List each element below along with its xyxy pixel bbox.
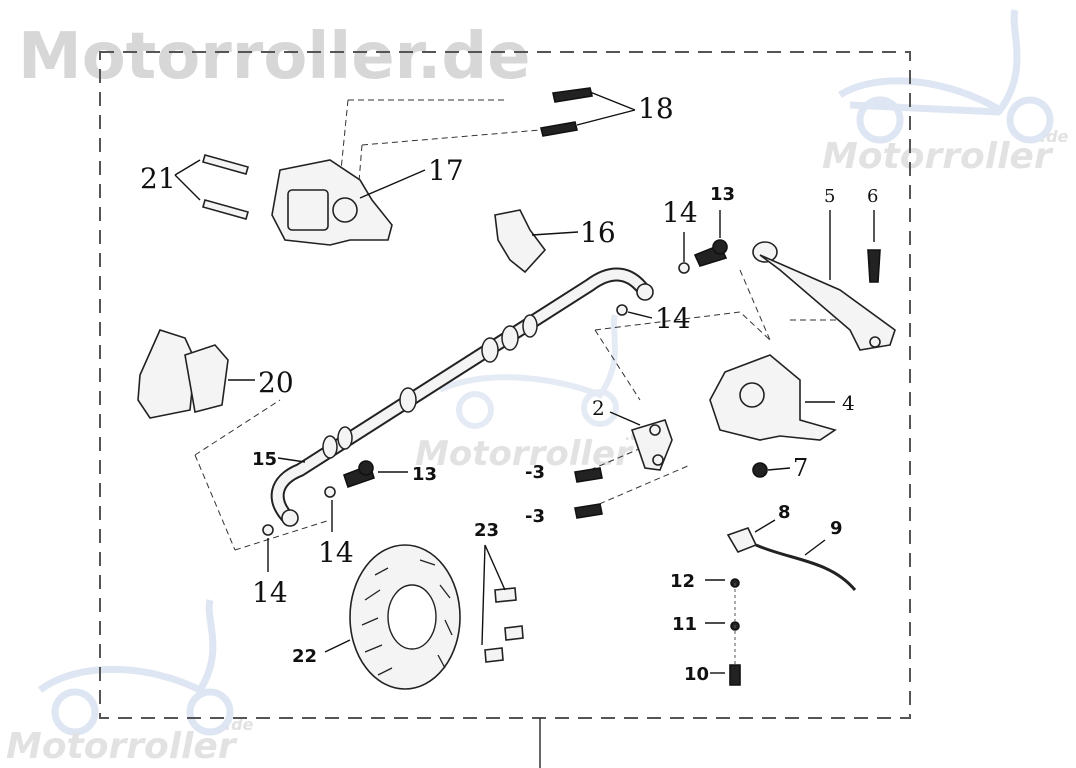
label-part-21: 21 xyxy=(140,162,176,195)
label-part-14-top: 14 xyxy=(662,196,698,229)
label-part-17: 17 xyxy=(428,154,464,187)
part-7-nut xyxy=(752,462,791,478)
watermark-scooter-logo-bottom-left xyxy=(37,599,234,736)
label-part-12: 12 xyxy=(670,571,695,592)
part-23-disc-bolts xyxy=(481,544,524,663)
part-number-labels: 21 17 18 16 14 13 5 6 14 20 2 4 15 13 -3… xyxy=(140,92,878,685)
diagram-frame xyxy=(99,51,911,768)
part-8-brake-switch xyxy=(726,519,776,553)
label-part-13-bottom: 13 xyxy=(412,464,437,485)
label-part-5: 5 xyxy=(824,186,835,207)
watermark-bottom-left-suffix: .de xyxy=(225,715,254,734)
label-part-20: 20 xyxy=(258,366,294,399)
part-2-clamp xyxy=(609,411,673,471)
watermark-top-right-suffix: .de xyxy=(1040,127,1069,146)
part-6-pivot-screw xyxy=(867,210,881,283)
part-3-clamp-bolts xyxy=(574,467,603,519)
part-20-brake-pads xyxy=(137,329,255,419)
part-22-brake-disc xyxy=(324,544,461,690)
watermark-scooter-logo-top-right xyxy=(838,9,1054,144)
part-4-master-cylinder xyxy=(709,354,837,441)
label-part-3-upper: -3 xyxy=(525,462,545,483)
label-part-8: 8 xyxy=(778,502,791,523)
part-13-banjo-bolts xyxy=(342,210,728,489)
label-part-13-top: 13 xyxy=(710,184,735,205)
watermark-top-right: Motorroller xyxy=(822,136,1054,177)
label-part-14-bottom: 14 xyxy=(252,576,288,609)
part-21-caliper-bolts xyxy=(174,154,249,220)
label-part-22: 22 xyxy=(292,646,317,667)
label-part-11: 11 xyxy=(672,614,697,635)
label-part-16: 16 xyxy=(580,216,616,249)
label-part-10: 10 xyxy=(684,664,709,685)
watermark-top-left: Motorroller.de xyxy=(18,20,531,94)
label-part-14-mid: 14 xyxy=(655,302,691,335)
label-part-9: 9 xyxy=(830,518,843,539)
parts-10-12-hardware xyxy=(705,578,741,686)
label-part-3-lower: -3 xyxy=(525,506,545,527)
part-16-hose-clip xyxy=(494,209,579,274)
label-part-4: 4 xyxy=(842,391,855,415)
part-14-washers xyxy=(262,232,690,572)
watermark-scooter-logo-center xyxy=(438,314,619,429)
label-part-14-lower-mid: 14 xyxy=(318,536,354,569)
part-5-brake-lever xyxy=(752,210,896,351)
watermark-center: Motorroller xyxy=(415,434,634,474)
label-part-18: 18 xyxy=(638,92,674,125)
part-18-bolts xyxy=(540,87,636,137)
watermark-bottom-left: Motorroller xyxy=(6,726,238,767)
part-17-brake-caliper xyxy=(271,159,426,246)
label-part-2: 2 xyxy=(592,396,605,420)
part-9-switch-cable xyxy=(755,539,857,591)
label-part-15: 15 xyxy=(252,449,277,470)
label-part-6: 6 xyxy=(867,186,878,207)
label-part-7: 7 xyxy=(793,454,808,482)
label-part-23: 23 xyxy=(474,520,499,541)
part-15-brake-hose xyxy=(270,267,654,527)
